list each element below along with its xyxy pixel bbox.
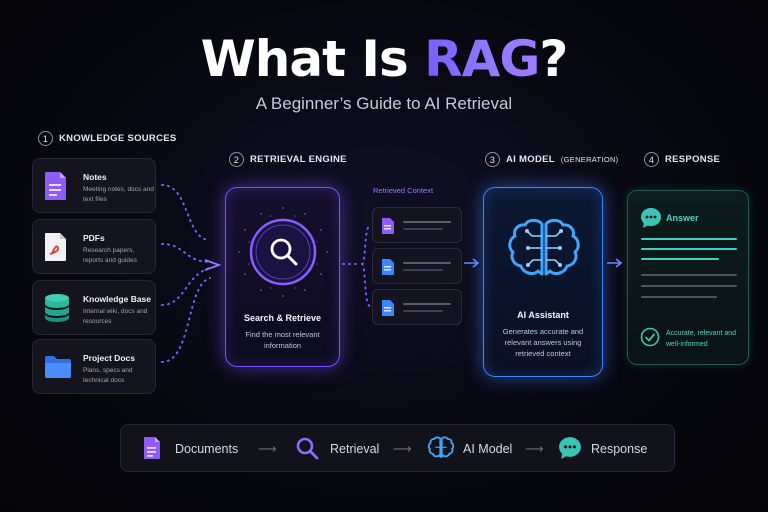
search-icon [296, 437, 319, 460]
retrieval-engine-panel: Search & Retrieve Find the most relevant… [225, 187, 340, 367]
brain-icon [427, 436, 455, 459]
flow-step-ai-model: AI Model [463, 442, 513, 456]
page-title: What Is RAG? [200, 30, 569, 88]
folder-icon [45, 356, 71, 378]
text-line [403, 262, 451, 264]
document-icon [382, 300, 394, 316]
flow-arrow: ⟶ [525, 441, 544, 456]
source-card-notes: Notes Meeting notes, docs and text files [32, 158, 156, 213]
arrow-to-ai [464, 258, 480, 268]
document-icon [144, 437, 160, 459]
note-icon [45, 172, 66, 200]
text-line [403, 303, 451, 305]
arrow-to-retrieval [204, 259, 222, 271]
answer-line [641, 296, 717, 298]
brain-icon [508, 218, 580, 276]
text-line [403, 221, 451, 223]
check-circle-icon [640, 327, 660, 347]
chat-icon [641, 208, 661, 228]
flow-arrow: ⟶ [258, 441, 277, 456]
flow-step-documents: Documents [175, 442, 239, 456]
response-panel [627, 190, 749, 365]
flow-summary-bar: Documents ⟶ Retrieval ⟶ AI Model ⟶ Respo… [120, 424, 675, 472]
retrieved-context-label: Retrieved Context [373, 186, 434, 195]
arrow-to-response [607, 258, 623, 268]
context-chunk [372, 248, 462, 284]
search-icon [270, 238, 298, 266]
page-subtitle: A Beginner’s Guide to AI Retrieval [255, 94, 513, 113]
pdf-icon [45, 233, 66, 261]
ai-model-panel: AI Assistant Generates accurate and rele… [483, 187, 603, 377]
text-line [403, 228, 443, 230]
answer-line [641, 285, 737, 287]
database-icon [45, 294, 69, 322]
response-title: Answer [666, 213, 699, 223]
source-card-project-docs: Project Docs Plans, specs and technical … [32, 339, 156, 394]
context-chunk [372, 289, 462, 325]
flow-arrow: ⟶ [393, 441, 412, 456]
search-glow-ring [238, 207, 328, 297]
answer-line [641, 248, 737, 250]
answer-line [641, 258, 719, 260]
source-card-pdfs: PDFs Research papers, reports and guides [32, 219, 156, 274]
answer-line [641, 274, 737, 276]
context-chunk [372, 207, 462, 243]
document-icon [382, 218, 394, 234]
response-footer: Accurate, relevant and well-informed [666, 330, 737, 348]
document-icon [382, 259, 394, 275]
flow-step-retrieval: Retrieval [330, 442, 380, 456]
answer-line [641, 238, 737, 240]
text-line [403, 310, 443, 312]
source-card-knowledge-base: Knowledge Base Internal wiki, docs and r… [32, 280, 156, 335]
flow-step-response: Response [591, 442, 648, 456]
text-line [403, 269, 443, 271]
chat-icon [559, 437, 581, 459]
